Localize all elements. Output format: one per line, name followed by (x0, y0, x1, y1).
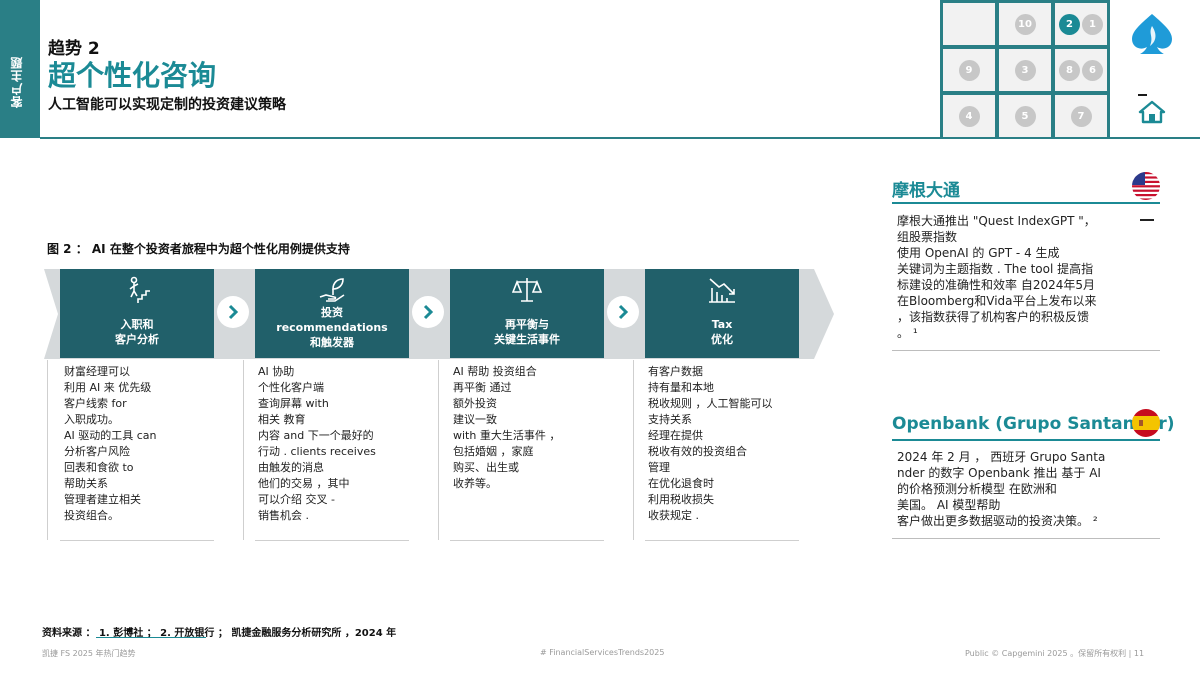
column-text-tax: 有客户数据 持有量和本地 税收规则 ，人工智能可以 支持关系 经理在提供 税收有… (648, 365, 773, 522)
column-divider (60, 540, 214, 541)
nav-cell[interactable]: 5 (999, 95, 1051, 137)
panel-title: 入职和 客户分析 (115, 318, 159, 346)
footer-hashtag: # FinancialServicesTrends2025 (540, 648, 665, 657)
us-flag-icon (1132, 172, 1160, 200)
side-tab: 客户主题 (0, 0, 40, 138)
spain-flag-icon (1132, 409, 1160, 437)
column-divider (450, 540, 604, 541)
nav-number[interactable]: 4 (958, 105, 980, 127)
figure-title: 图 2 ： AI 在整个投资者旅程中为超个性化用例提供支持 (47, 242, 350, 256)
journey-panel-tax: Tax 优化 (645, 269, 799, 358)
footer-left: 凯捷 FS 2025 年热门趋势 (42, 649, 136, 658)
panel-title: 投资 recommendations 和触发器 (276, 306, 388, 349)
scales-icon (512, 278, 542, 302)
stairs-person-icon (129, 276, 150, 303)
nav-cell[interactable]: 7 (1055, 95, 1107, 137)
case-title-openbank: Openbank (Grupo Santander) (892, 414, 1175, 434)
home-icon[interactable] (1138, 100, 1166, 124)
nav-cell[interactable]: 3 (999, 49, 1051, 91)
page-title: 超个性化咨询 (48, 59, 217, 92)
case-rule (892, 538, 1160, 539)
side-tab-label: 客户主题 (10, 56, 24, 108)
nav-cell[interactable]: 10 (999, 3, 1051, 45)
column-divider (645, 540, 799, 541)
home-dash (1138, 94, 1147, 96)
footer-right: Public © Capgemini 2025 。保留所有权利 | 11 (965, 649, 1145, 658)
panel-title: Tax 优化 (711, 318, 733, 346)
column-text-onboarding: 财富经理可以 利用 AI 来 优先级 客户线索 for 入职成功。 AI 驱动的… (64, 365, 157, 522)
hand-plant-icon (319, 278, 345, 302)
chevron-right-icon (607, 296, 639, 328)
nav-number[interactable]: 1 (1082, 13, 1103, 35)
source-note: 资料来源 ： 1. 彭博社 ； 2. 开放银行 ； 凯捷金融服务分析研究所 ，2… (42, 628, 397, 639)
case-title-jpmorgan: 摩根大通 (892, 181, 960, 201)
capgemini-spade-logo (1132, 14, 1172, 54)
journey-panel-recommendations: 投资 recommendations 和触发器 (255, 269, 409, 358)
nav-number[interactable]: 3 (1014, 59, 1036, 81)
case-rule (892, 202, 1160, 204)
nav-number[interactable]: 9 (958, 59, 980, 81)
header-divider (40, 137, 1200, 139)
trend-label: 趋势 2 (48, 39, 100, 59)
nav-number[interactable]: 5 (1014, 105, 1036, 127)
page-subtitle: 人工智能可以实现定制的投资建议策略 (48, 97, 286, 113)
case-rule (892, 350, 1160, 351)
nav-number[interactable]: 8 (1059, 59, 1080, 81)
chevron-right-icon (217, 296, 249, 328)
nav-number[interactable]: 10 (1014, 13, 1036, 35)
column-text-recommendations: AI 协助 个性化客户端 查询屏幕 with 相关 教育 内容 and 下一个最… (258, 365, 376, 522)
case-text-openbank: 2024 年 2 月 ， 西班牙 Grupo Santa nder 的数字 Op… (897, 450, 1106, 528)
column-divider (255, 540, 409, 541)
source-link-underline (96, 637, 206, 638)
case-text-jpmorgan: 摩根大通推出 "Quest IndexGPT "， 组股票指数 使用 OpenA… (897, 214, 1097, 340)
column-divider (243, 360, 244, 540)
column-divider (438, 360, 439, 540)
case-dash (1140, 219, 1154, 221)
column-divider (633, 360, 634, 540)
panel-title: 再平衡与 关键生活事件 (494, 318, 560, 346)
nav-cell[interactable]: 9 (943, 49, 995, 91)
nav-number[interactable]: 7 (1070, 105, 1092, 127)
chart-down-icon (709, 278, 735, 303)
column-text-rebalancing: AI 帮助 投资组合 再平衡 通过 额外投资 建议一致 with 重大生活事件 … (453, 365, 561, 490)
chevron-right-icon (412, 296, 444, 328)
nav-cell[interactable]: 4 (943, 95, 995, 137)
column-divider (47, 360, 48, 540)
nav-number-active[interactable]: 2 (1059, 13, 1080, 35)
case-rule (892, 439, 1160, 441)
journey-panel-rebalancing: 再平衡与 关键生活事件 (450, 269, 604, 358)
nav-cell-empty (943, 3, 995, 45)
journey-panel-onboarding: 入职和 客户分析 (60, 269, 214, 358)
nav-number[interactable]: 6 (1082, 59, 1103, 81)
